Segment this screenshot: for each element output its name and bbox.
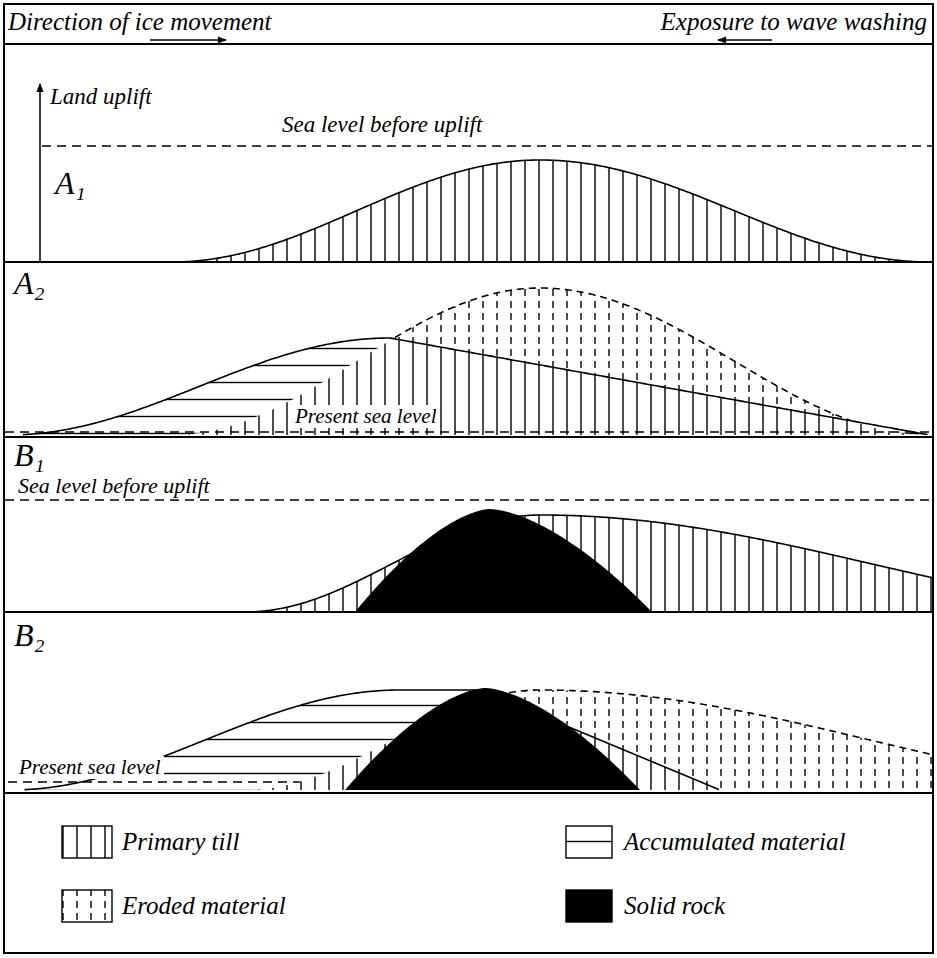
frame: [4, 4, 933, 953]
legend-text: Primary till: [122, 828, 239, 856]
solid-rock: [346, 688, 640, 790]
panel-label: B₂: [14, 618, 45, 653]
legend-swatch: [62, 826, 112, 858]
primary-till: [185, 160, 916, 262]
direction-arrow: [150, 39, 226, 41]
panel-label: B₁: [14, 438, 45, 473]
legend-swatch: [62, 890, 112, 922]
uplift-arrow: [39, 84, 41, 262]
sea-level-label: Sea level before uplift: [282, 112, 482, 137]
legend-text: Solid rock: [624, 892, 725, 920]
former-surface: [395, 288, 850, 420]
legend-text: Eroded material: [122, 892, 286, 920]
header-text: Direction of ice movement: [8, 8, 272, 36]
sea-level-line: [42, 145, 932, 146]
panel-divider: [4, 436, 933, 438]
sea-level-label: Present sea level: [292, 405, 440, 428]
solid-rock: [356, 509, 652, 612]
sea-level-line: [5, 499, 932, 500]
legend-text: Accumulated material: [624, 828, 845, 856]
direction-arrow: [718, 39, 772, 41]
panel-divider: [4, 792, 933, 794]
panel-label: A₁: [55, 166, 86, 201]
panel-divider: [4, 43, 933, 45]
eroded-material: [395, 288, 850, 421]
legend-swatch: [566, 826, 612, 858]
sea-level-label: Sea level before uplift: [18, 474, 210, 498]
sea-level-label: Present sea level: [16, 756, 164, 779]
panel-label: A₂: [14, 266, 45, 301]
present-surface: [23, 338, 928, 435]
axis-label: Land uplift: [50, 84, 152, 109]
header-text: Exposure to wave washing: [661, 8, 927, 36]
accumulated-material: [23, 338, 928, 435]
till-surface: [185, 160, 916, 262]
legend-swatch: [566, 890, 612, 922]
